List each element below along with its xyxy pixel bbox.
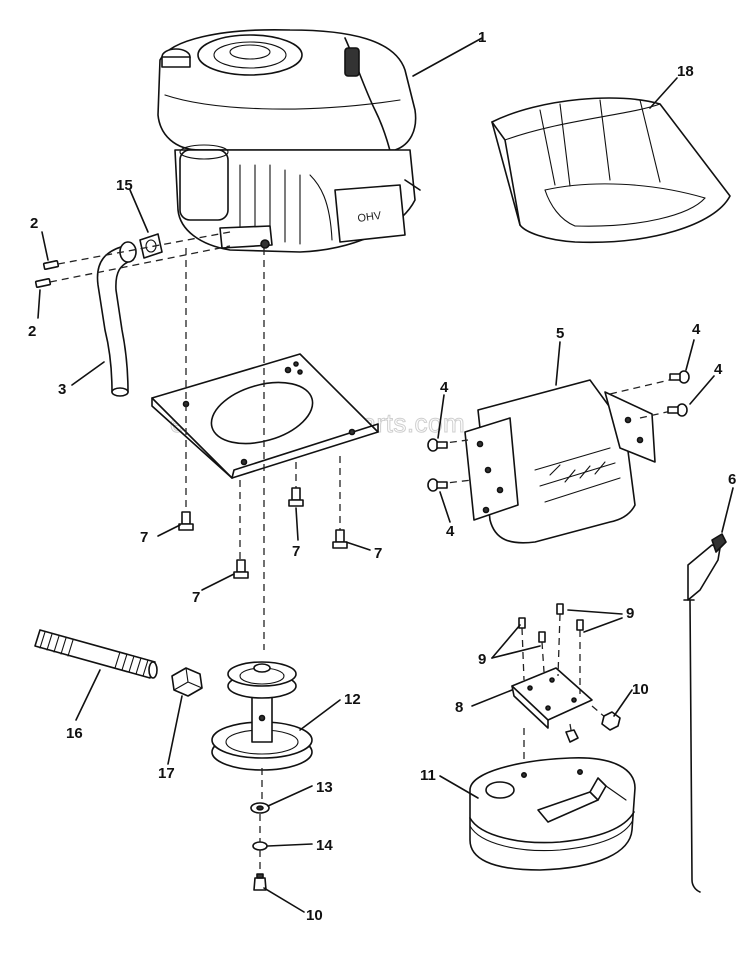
callout-7c: 7: [292, 543, 300, 560]
callout-2a: 2: [30, 215, 38, 232]
engine-part[interactable]: OHV: [157, 28, 421, 253]
nut-part-10c[interactable]: [565, 729, 579, 743]
exhaust-pipe-part[interactable]: [96, 241, 137, 397]
bolt-part-4d[interactable]: [667, 403, 688, 417]
callout-7a: 7: [140, 529, 148, 546]
bolt-part-7b[interactable]: [233, 559, 249, 579]
muffler-part[interactable]: [469, 757, 636, 871]
callout-10b: 10: [632, 681, 649, 698]
stud-part[interactable]: [34, 629, 158, 679]
nut-part-10b[interactable]: [601, 711, 621, 731]
callout-9a: 9: [626, 605, 634, 622]
callout-labels: 1 18 2 2 3 15 5 4 4 4 4 6 7 7 7 7 9 9 8 …: [28, 29, 736, 924]
callout-3: 3: [58, 381, 66, 398]
callout-14: 14: [316, 837, 333, 854]
heat-shield-part[interactable]: [464, 379, 656, 544]
callout-8: 8: [455, 699, 463, 716]
callout-6: 6: [728, 471, 736, 488]
callout-17: 17: [158, 765, 175, 782]
callout-10a: 10: [306, 907, 323, 924]
nut-part-17[interactable]: [171, 667, 203, 697]
callout-7d: 7: [374, 545, 382, 562]
callout-16: 16: [66, 725, 83, 742]
pulley-part[interactable]: [211, 661, 313, 771]
mounting-plate-part[interactable]: [151, 353, 379, 479]
callout-18: 18: [677, 63, 694, 80]
washer-part[interactable]: [250, 802, 270, 814]
bolt-part-7c[interactable]: [288, 487, 304, 507]
screw-part-9d[interactable]: [576, 619, 584, 631]
callout-13: 13: [316, 779, 333, 796]
callout-15: 15: [116, 177, 133, 194]
bolt-part-4c[interactable]: [669, 370, 690, 384]
grass-shield-part[interactable]: [491, 97, 731, 244]
callout-4b: 4: [446, 523, 455, 540]
screw-part-9c[interactable]: [556, 603, 564, 615]
lock-washer-part[interactable]: [252, 841, 268, 851]
gasket-part[interactable]: [139, 233, 163, 259]
screw-part-9a[interactable]: [518, 617, 526, 629]
callout-4c: 4: [692, 321, 701, 338]
callout-12: 12: [344, 691, 361, 708]
leader-lines: [37, 37, 734, 913]
callout-7b: 7: [192, 589, 200, 606]
callout-1: 1: [478, 29, 486, 46]
bolt-part-4b[interactable]: [427, 478, 448, 492]
screw-part-2a[interactable]: [42, 259, 60, 271]
callout-5: 5: [556, 325, 564, 342]
callout-11: 11: [420, 767, 436, 784]
svg-text:OHV: OHV: [357, 210, 383, 225]
callout-4a: 4: [440, 379, 449, 396]
bolt-part-7a[interactable]: [178, 511, 194, 531]
muffler-bracket-part[interactable]: [511, 667, 593, 729]
screw-part-2b[interactable]: [34, 277, 52, 289]
screw-part-9b[interactable]: [538, 631, 546, 643]
callout-2b: 2: [28, 323, 36, 340]
bolt-part-7d[interactable]: [332, 529, 348, 549]
callout-4d: 4: [714, 361, 723, 378]
throttle-control-part[interactable]: [683, 533, 727, 893]
bolt-part-4a[interactable]: [427, 438, 448, 452]
callout-9b: 9: [478, 651, 486, 668]
